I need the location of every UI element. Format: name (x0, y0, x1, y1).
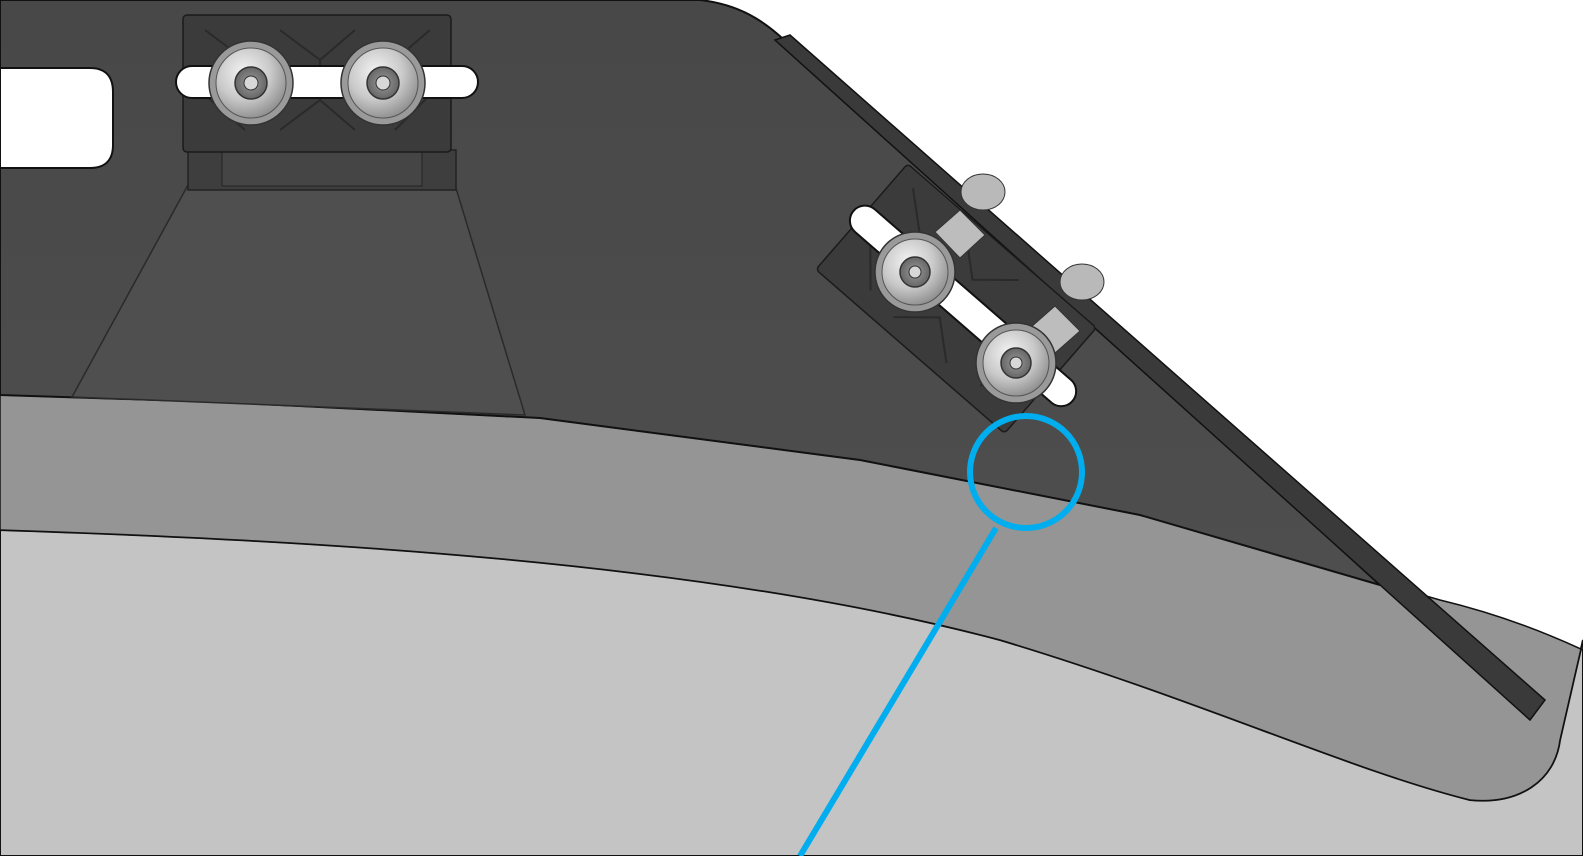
callout-leader-line (797, 526, 999, 856)
flange-nut-lower (1059, 263, 1105, 301)
callout (797, 413, 1085, 856)
bolt-1 (208, 40, 294, 126)
flange-strip (773, 34, 1547, 722)
standoff-posts (934, 173, 1105, 354)
bolt-4 (975, 322, 1057, 404)
flange-nut-upper (960, 173, 1006, 211)
standoff-post-upper (934, 209, 986, 259)
mid-grey-band (0, 394, 1583, 802)
bolt-2 (340, 40, 426, 126)
slot-cutout-left (0, 67, 114, 169)
top-bracket-lip (221, 151, 423, 187)
bolt-3 (874, 231, 956, 313)
callout-circle (967, 413, 1085, 531)
